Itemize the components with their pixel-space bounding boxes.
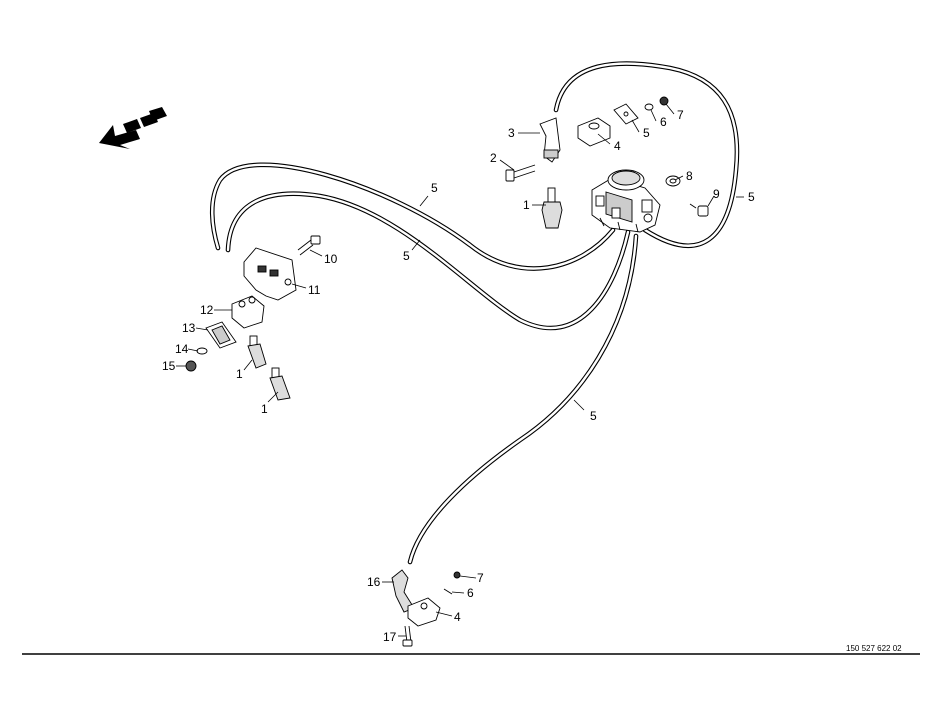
callout-5: 5 (403, 249, 410, 263)
callout-3: 3 (508, 126, 515, 140)
callout-5: 5 (431, 181, 438, 195)
nut-7 (659, 96, 669, 106)
washer-6-lower (443, 588, 453, 595)
cover-plate-13 (205, 321, 237, 349)
hose-down-long (407, 233, 639, 565)
hose-group (209, 61, 740, 565)
callout-8: 8 (686, 169, 693, 183)
callout-1: 1 (236, 367, 243, 381)
angle-bracket-3 (539, 117, 561, 163)
callout-5: 5 (748, 190, 755, 204)
callout-13: 13 (182, 321, 196, 335)
callout-6: 6 (467, 586, 474, 600)
callout-12: 12 (200, 303, 214, 317)
callout-1: 1 (523, 198, 530, 212)
bolt-10 (297, 235, 321, 256)
washer-8 (665, 175, 681, 187)
hose-upper-left-long (209, 162, 616, 271)
elbow-connector-16 (391, 569, 415, 613)
mounting-bracket-11 (243, 247, 297, 301)
straight-connector-1-left-a (247, 335, 267, 369)
clamp-block-4-upper (577, 117, 611, 147)
callout-7: 7 (477, 571, 484, 585)
callout-4: 4 (454, 610, 461, 624)
clamp-block-4-lower (407, 597, 441, 627)
drawing-number: 150 527 622 02 (846, 644, 902, 653)
callout-17: 17 (383, 630, 397, 644)
callout-11: 11 (308, 283, 321, 297)
callout-5: 5 (590, 409, 597, 423)
callout-numbers: 1 2 3 4 5 6 7 8 9 5 5 5 5 10 11 12 13 14… (162, 108, 755, 644)
straight-connector-1 (541, 187, 563, 229)
callout-15: 15 (162, 359, 176, 373)
washer-6 (644, 103, 654, 111)
nut-15 (185, 360, 197, 372)
callout-7: 7 (677, 108, 684, 122)
callout-9: 9 (713, 187, 720, 201)
bolt-2 (505, 164, 536, 182)
bolt-9 (689, 203, 709, 217)
brake-valve (591, 169, 661, 233)
callout-14: 14 (175, 342, 189, 356)
hose-right-loop (553, 61, 740, 248)
callout-4: 4 (614, 139, 621, 153)
straight-connector-1-left-b (269, 367, 291, 401)
cover-plate-5 (613, 103, 639, 125)
washer-14 (196, 347, 208, 355)
clamp-block-12 (231, 295, 265, 329)
callout-1: 1 (261, 402, 268, 416)
callout-6: 6 (660, 115, 667, 129)
leader-lines (176, 103, 744, 637)
hose-lower-left-long (225, 191, 631, 331)
callout-10: 10 (324, 252, 338, 266)
callout-2: 2 (490, 151, 497, 165)
nut-7-lower (453, 571, 461, 579)
arrow-travel-direction-icon (99, 107, 167, 149)
callout-5: 5 (643, 126, 650, 140)
bolt-17 (402, 625, 413, 647)
callout-16: 16 (367, 575, 381, 589)
